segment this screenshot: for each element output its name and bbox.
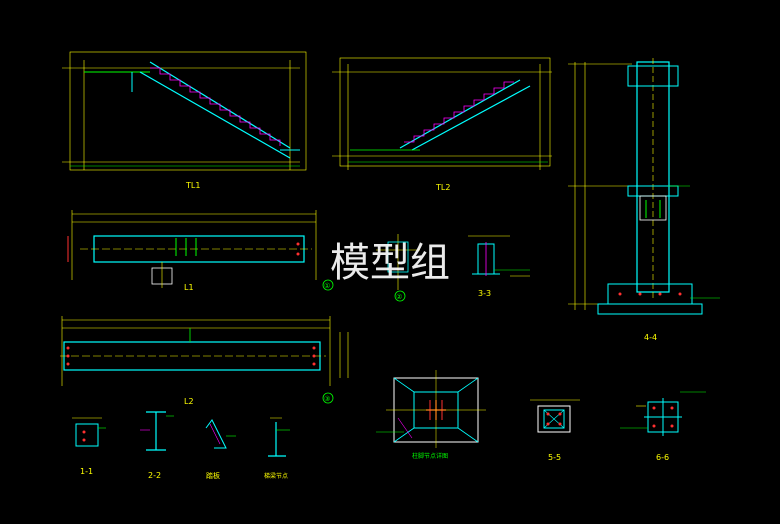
sec33-label: 3-3 bbox=[478, 289, 491, 298]
section-3-3: 3-3 bbox=[468, 235, 530, 298]
tl1-stair-elevation: TL1 bbox=[62, 51, 307, 190]
sec22-label: 2-2 bbox=[148, 471, 161, 480]
l1-label: L1 bbox=[184, 283, 194, 292]
connection-detail-2: ② bbox=[376, 234, 420, 302]
sec11-label: 1-1 bbox=[80, 467, 93, 476]
beam-l2-elevation: L2 ③ bbox=[60, 316, 349, 406]
section-5-5: 5-5 bbox=[530, 399, 580, 462]
sec44-label: 4-4 bbox=[644, 333, 657, 342]
tl2-label: TL2 bbox=[435, 183, 450, 192]
circle3-label: ③ bbox=[324, 395, 330, 403]
column-base-plan-detail: 柱脚节点详图 bbox=[376, 370, 486, 460]
tread-detail: 踏板 bbox=[205, 419, 236, 480]
tl1-label: TL1 bbox=[185, 181, 200, 190]
beam-l1-elevation: L1 ① bbox=[67, 210, 334, 292]
sec66-label: 6-6 bbox=[656, 453, 669, 462]
circle1-label: ① bbox=[324, 282, 330, 290]
sec55-label: 5-5 bbox=[548, 453, 561, 462]
tl2-stair-elevation: TL2 bbox=[332, 57, 552, 192]
section-2-2: 2-2 bbox=[140, 411, 174, 480]
tabu-label: 踏板 bbox=[206, 471, 220, 480]
circle2-label: ② bbox=[396, 293, 402, 301]
column-elevation-4-4: 4-4 bbox=[568, 58, 720, 342]
stairbeam-label: 梯梁节点 bbox=[264, 472, 288, 480]
watermark: 模型组 bbox=[330, 240, 450, 286]
l2-label: L2 bbox=[184, 397, 194, 406]
section-1-1: 1-1 bbox=[72, 417, 106, 476]
stair-beam-node-detail: 梯梁节点 bbox=[264, 417, 290, 480]
basedetail-label: 柱脚节点详图 bbox=[412, 452, 448, 460]
section-6-6: 6-6 bbox=[620, 391, 706, 462]
